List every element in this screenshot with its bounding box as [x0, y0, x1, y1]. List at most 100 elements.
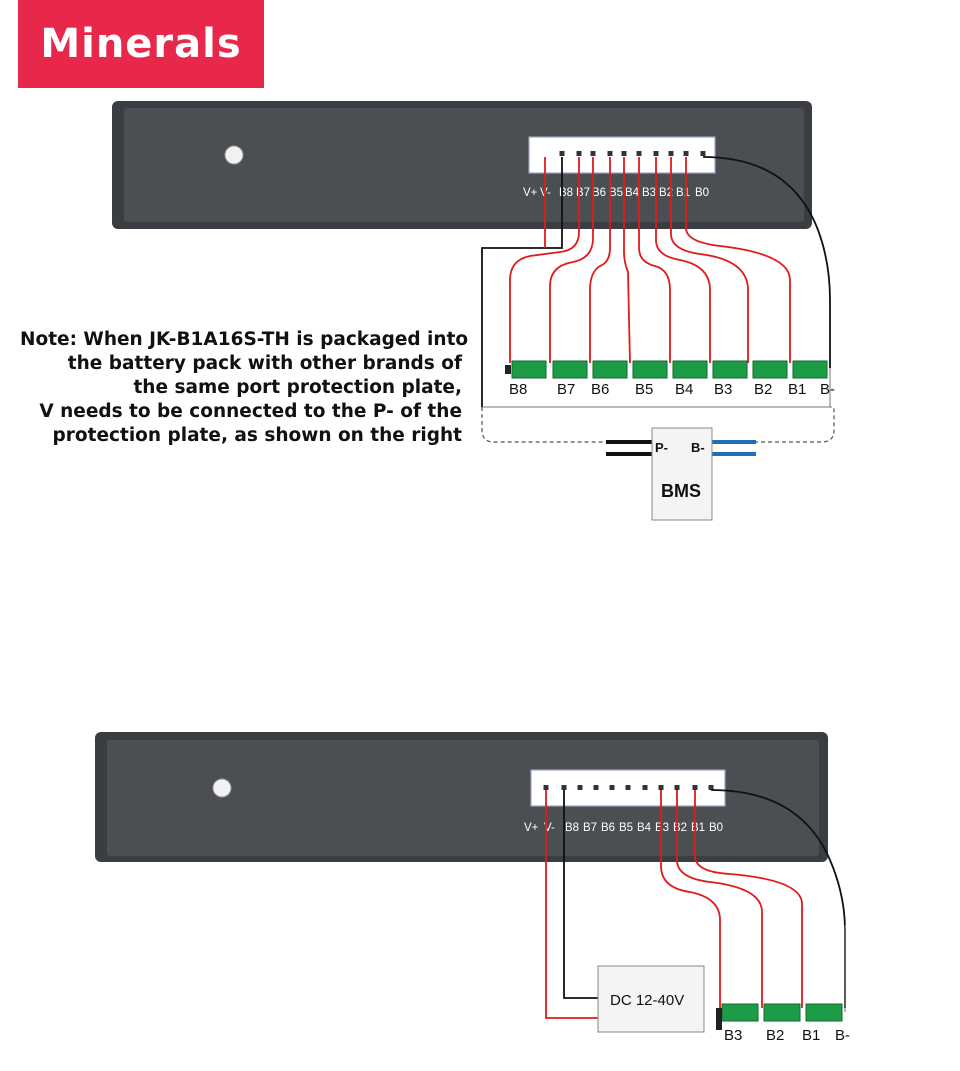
brand-logo: Minerals [18, 0, 264, 88]
connector-pin [683, 151, 689, 156]
pin-label: V+ [523, 187, 538, 199]
pin-label: B5 [609, 187, 623, 199]
cell-row: B8 B7 B6 B5 B4 B3 B2 B1 B- [505, 360, 835, 398]
mount-hole [212, 778, 232, 798]
pin-label: B0 [709, 822, 723, 834]
pin-label: B1 [691, 822, 705, 834]
wire-b0 [710, 789, 846, 1008]
connector-pin [609, 785, 615, 790]
battery-cell [752, 360, 788, 379]
cell-label: B1 [802, 1027, 820, 1044]
wire-b6-cell [589, 157, 611, 363]
cell-label: B3 [714, 381, 732, 398]
pin-label: B5 [619, 822, 633, 834]
note-text: Note: When JK-B1A16S-TH is packaged into… [20, 328, 469, 448]
cell-label: B2 [766, 1027, 784, 1044]
connector-pin [607, 151, 613, 156]
battery-cell [592, 360, 628, 379]
cell-label: B8 [509, 381, 527, 398]
connector-pin [577, 785, 583, 790]
pin-label: B2 [673, 822, 687, 834]
pin-label: B2 [659, 187, 673, 199]
wire-b7-cell [549, 157, 594, 363]
cell-label: B1 [788, 381, 806, 398]
note-line: the same port protection plate, [133, 377, 462, 398]
note-line: Note: When JK-B1A16S-TH is packaged into [20, 329, 469, 350]
wire-b3 [660, 790, 721, 1008]
connector-pin [653, 151, 659, 156]
connector-pin [621, 151, 627, 156]
cell-label: B7 [557, 381, 575, 398]
cell-label: B2 [754, 381, 772, 398]
pin-label: B3 [642, 187, 656, 199]
wire-b5-cell [623, 157, 631, 364]
pin-label: V+ [524, 822, 539, 834]
connector-pin [559, 151, 565, 156]
wire-v-minus [563, 790, 598, 999]
battery-cell [805, 1003, 843, 1022]
cell-label: B- [820, 381, 835, 398]
connector-pin [590, 151, 596, 156]
logo-text: Minerals [40, 21, 242, 67]
bms-p-minus: P- [655, 440, 668, 455]
wire-v-plus [545, 790, 598, 1019]
connector-pin [674, 785, 680, 790]
wire-b1 [694, 790, 803, 1008]
wire-b4-cell [638, 157, 671, 363]
cell-label: B6 [591, 381, 609, 398]
battery-cell [712, 360, 748, 379]
connector-pin [668, 151, 674, 156]
connector-pin [561, 785, 567, 790]
cell-row: B3 B2 B1 B- [716, 1003, 850, 1044]
battery-cell [511, 360, 547, 379]
connector-pin [658, 785, 664, 790]
cell-label: B3 [724, 1027, 742, 1044]
connector-pin [576, 151, 582, 156]
cell-label: B4 [675, 381, 693, 398]
device-face [107, 740, 819, 856]
pin-label: B1 [676, 187, 690, 199]
cell-label: B5 [635, 381, 653, 398]
dc-supply-box [597, 965, 705, 1033]
note-line: the battery pack with other brands of [67, 353, 462, 374]
note-line: protection plate, as shown on the right [52, 425, 462, 446]
battery-cell [792, 360, 828, 379]
pin-label: B8 [565, 822, 579, 834]
wire-b3-cell [655, 157, 711, 363]
pin-label: B7 [583, 822, 597, 834]
connector-pin [636, 151, 642, 156]
pin-label: V- [544, 822, 555, 834]
cell-terminal [505, 365, 511, 374]
battery-cell [552, 360, 588, 379]
wire-b2-cell [670, 157, 749, 363]
wire-b2 [676, 790, 763, 1008]
wire-b1-cell [685, 157, 791, 363]
bms-box [651, 427, 713, 521]
pin-label: B6 [601, 822, 615, 834]
connector-pin [593, 785, 599, 790]
battery-cell [672, 360, 708, 379]
connector-pin [692, 785, 698, 790]
battery-cell [763, 1003, 801, 1022]
connector-pin [543, 785, 549, 790]
dc-supply-label: DC 12-40V [610, 992, 684, 1009]
dashed-loop [481, 407, 835, 443]
connector-pin [708, 785, 714, 790]
connector-pin [625, 785, 631, 790]
cell-terminal [716, 1008, 722, 1030]
pin-label: B4 [625, 187, 640, 199]
wire-b0 [702, 156, 831, 368]
bms-label: BMS [661, 481, 701, 501]
note-line: V needs to be connected to the P- of the [39, 401, 462, 422]
connector-pin [700, 151, 706, 156]
pin-label: B6 [592, 187, 606, 199]
bms-b-minus: B- [691, 440, 705, 455]
battery-cell [721, 1003, 759, 1022]
cell-label: B- [835, 1027, 850, 1044]
pin-label: B4 [637, 822, 652, 834]
pin-label: B3 [655, 822, 669, 834]
battery-cell [632, 360, 668, 379]
